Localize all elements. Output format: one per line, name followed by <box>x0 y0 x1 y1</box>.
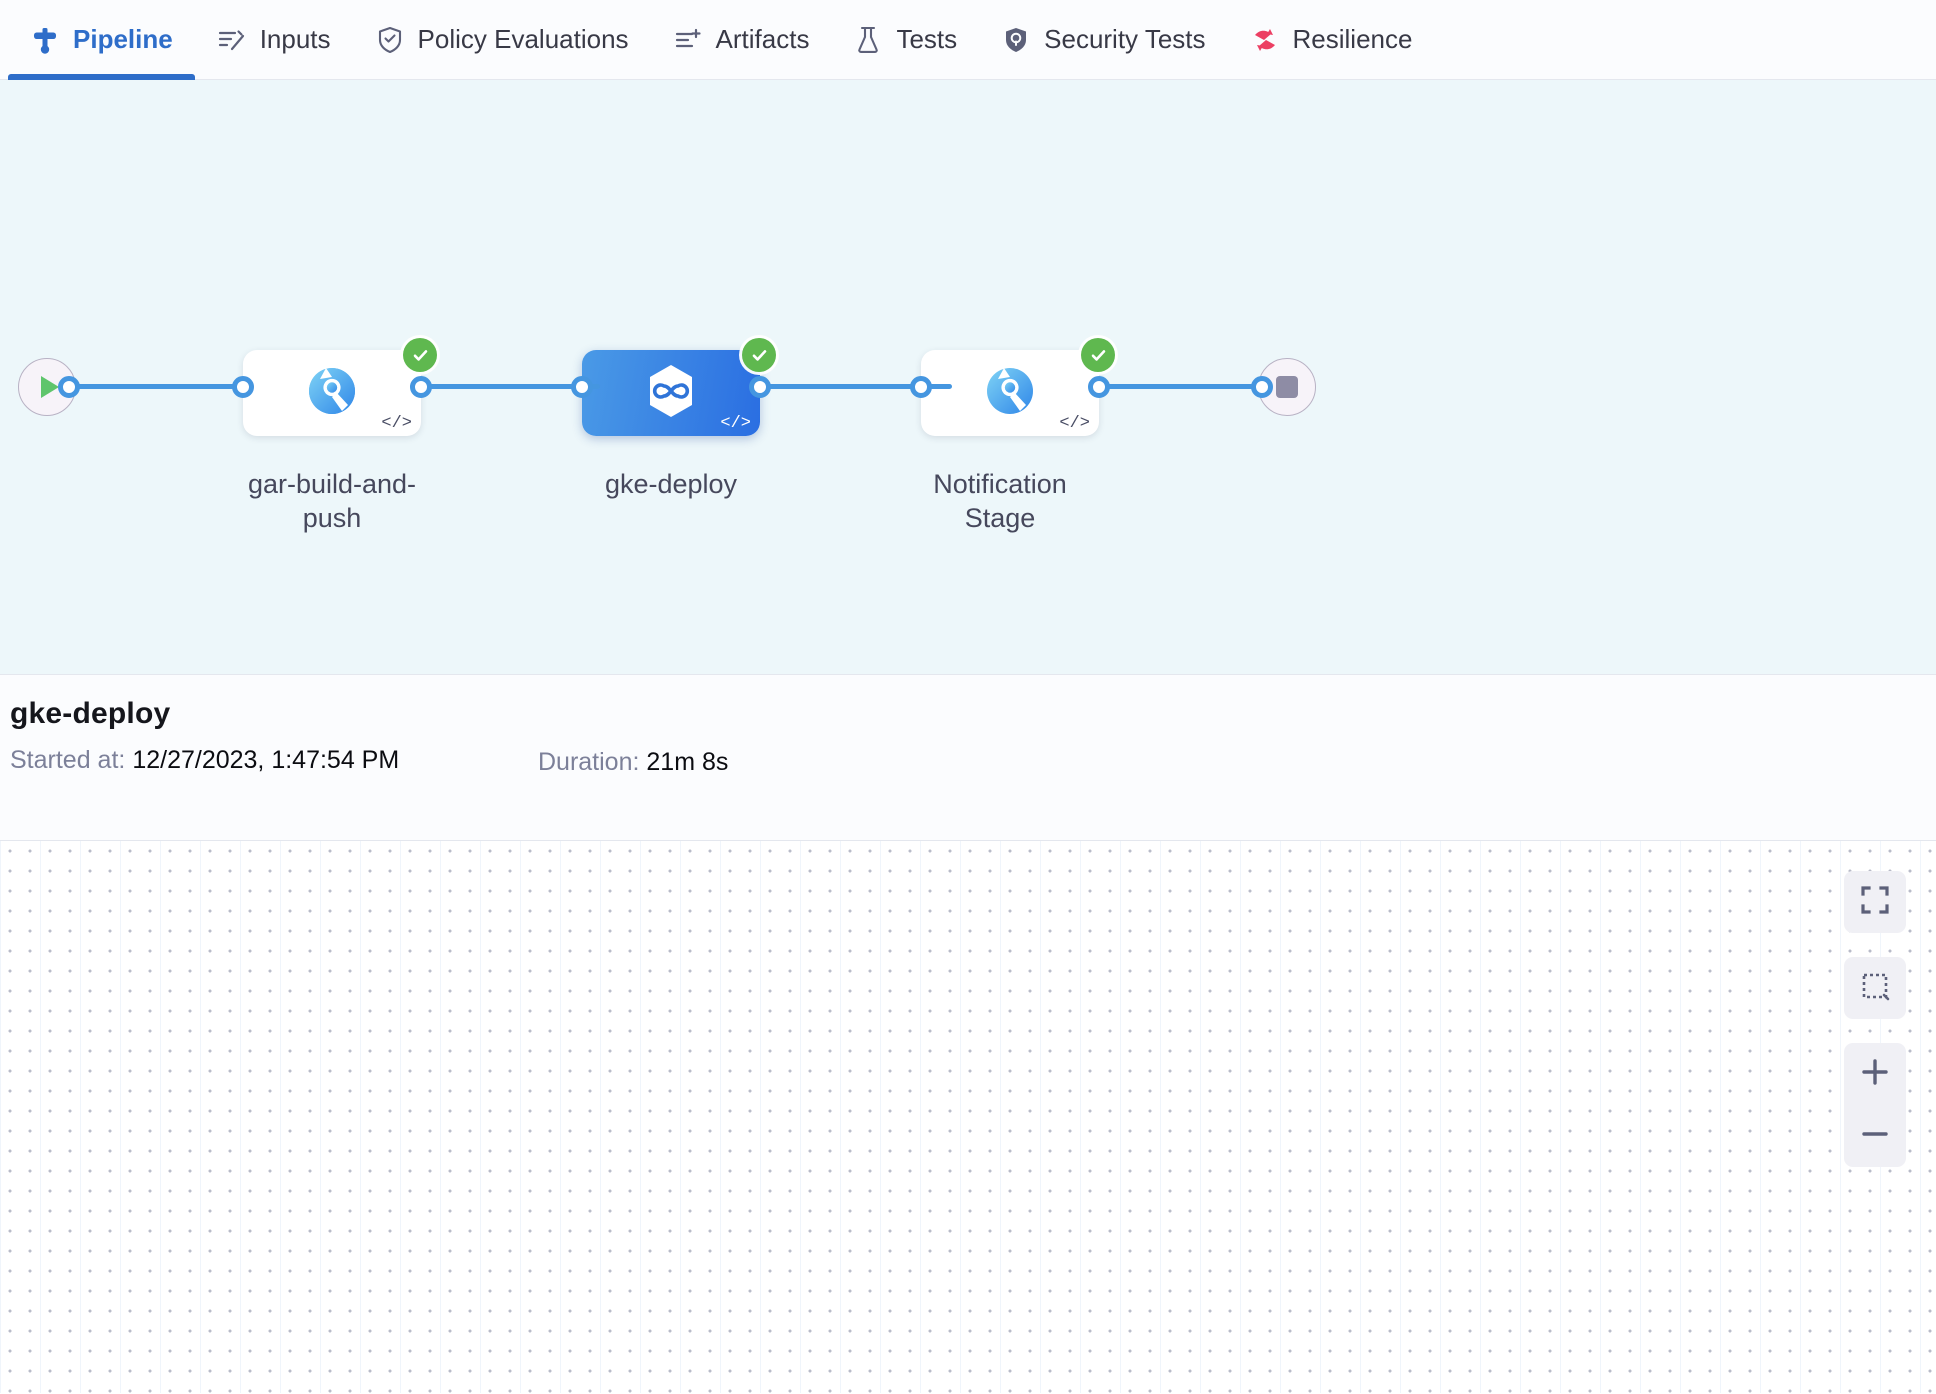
status-badge-success-stage-2 <box>742 338 776 372</box>
stop-icon <box>1276 376 1298 398</box>
tab-inputs-label: Inputs <box>259 24 331 54</box>
stage-detail-title: gke-deploy <box>10 697 171 730</box>
canvas-zoom-controls <box>1844 871 1906 1167</box>
google-artifact-registry-icon <box>306 365 358 422</box>
zoom-in-out-group <box>1844 1043 1906 1167</box>
edge-stage-2-to-stage-3 <box>762 384 952 389</box>
minus-icon <box>1859 1118 1891 1155</box>
pipeline-stage-canvas[interactable]: </> gar-build-and-push </> gke-deploy <box>0 80 1936 675</box>
inputs-icon <box>217 25 247 55</box>
select-area-button[interactable] <box>1844 957 1906 1019</box>
stage-duration: Duration: 21m 8s <box>538 748 728 777</box>
flask-icon <box>853 25 883 55</box>
plus-icon <box>1859 1056 1891 1093</box>
started-at-label: Started at: <box>10 746 126 774</box>
zoom-in-button[interactable] <box>1844 1043 1906 1105</box>
policy-shield-icon <box>375 25 405 55</box>
pipeline-icon <box>30 25 60 55</box>
artifacts-icon <box>673 25 703 55</box>
tab-policy-evaluations[interactable]: Policy Evaluations <box>353 0 651 80</box>
port-start-out[interactable] <box>58 376 80 398</box>
stage-node-notification-stage[interactable]: </> <box>921 350 1099 436</box>
zoom-out-button[interactable] <box>1844 1105 1906 1167</box>
duration-value: 21m 8s <box>646 748 729 776</box>
tab-inputs[interactable]: Inputs <box>195 0 353 80</box>
stage-label-gar-build-and-push: gar-build-and-push <box>247 469 417 533</box>
stage-detail-header: gke-deploy Started at: 12/27/2023, 1:47:… <box>0 675 1936 841</box>
tab-resilience[interactable]: Resilience <box>1228 0 1435 80</box>
stage-label-notification-stage: Notification Stage <box>933 469 1067 533</box>
dotted-square-icon <box>1860 971 1890 1006</box>
edge-start-to-stage-1 <box>62 384 252 389</box>
tab-artifacts-label: Artifacts <box>715 24 810 54</box>
code-badge-icon: </> <box>1059 414 1090 433</box>
fullscreen-icon <box>1860 885 1890 920</box>
fit-to-screen-button[interactable] <box>1844 871 1906 933</box>
stage-started-at: Started at: 12/27/2023, 1:47:54 PM <box>10 746 399 775</box>
stage-node-gke-deploy[interactable]: </> <box>582 350 760 436</box>
port-end-in[interactable] <box>1251 376 1273 398</box>
tab-security-tests-label: Security Tests <box>1044 24 1206 54</box>
started-at-value: 12/27/2023, 1:47:54 PM <box>132 746 400 774</box>
tab-tests[interactable]: Tests <box>831 0 979 80</box>
tab-security-tests[interactable]: Security Tests <box>979 0 1227 80</box>
duration-label: Duration: <box>538 748 640 776</box>
harness-cd-infinity-icon <box>644 363 698 424</box>
pipeline-execution-tabbar: Pipeline Inputs Policy Evaluations Artif… <box>0 0 1936 80</box>
tab-policy-evaluations-label: Policy Evaluations <box>417 24 629 54</box>
port-stage-3-out[interactable] <box>1088 376 1110 398</box>
status-badge-success-stage-1 <box>403 338 437 372</box>
tab-pipeline[interactable]: Pipeline <box>8 0 195 80</box>
security-shield-icon <box>1001 25 1031 55</box>
stage-label-gke-deploy: gke-deploy <box>604 469 738 499</box>
tab-artifacts[interactable]: Artifacts <box>651 0 832 80</box>
code-badge-icon: </> <box>720 414 751 433</box>
status-badge-success-stage-3 <box>1081 338 1115 372</box>
edge-stage-3-to-end <box>1100 384 1260 389</box>
edge-stage-1-to-stage-2 <box>410 384 600 389</box>
tab-pipeline-label: Pipeline <box>73 24 173 54</box>
resilience-icon <box>1250 25 1280 55</box>
tab-tests-label: Tests <box>896 24 958 54</box>
stage-node-gar-build-and-push[interactable]: </> <box>243 350 421 436</box>
port-stage-1-in[interactable] <box>232 376 254 398</box>
port-stage-2-in[interactable] <box>571 376 593 398</box>
code-badge-icon: </> <box>381 414 412 433</box>
tab-resilience-label: Resilience <box>1292 24 1413 54</box>
port-stage-3-in[interactable] <box>910 376 932 398</box>
play-icon <box>40 376 59 398</box>
port-stage-1-out[interactable] <box>410 376 432 398</box>
stage-execution-canvas[interactable]: </> Service </> Infrastructure <box>0 841 1936 1393</box>
google-artifact-registry-icon <box>984 365 1036 422</box>
port-stage-2-out[interactable] <box>749 376 771 398</box>
